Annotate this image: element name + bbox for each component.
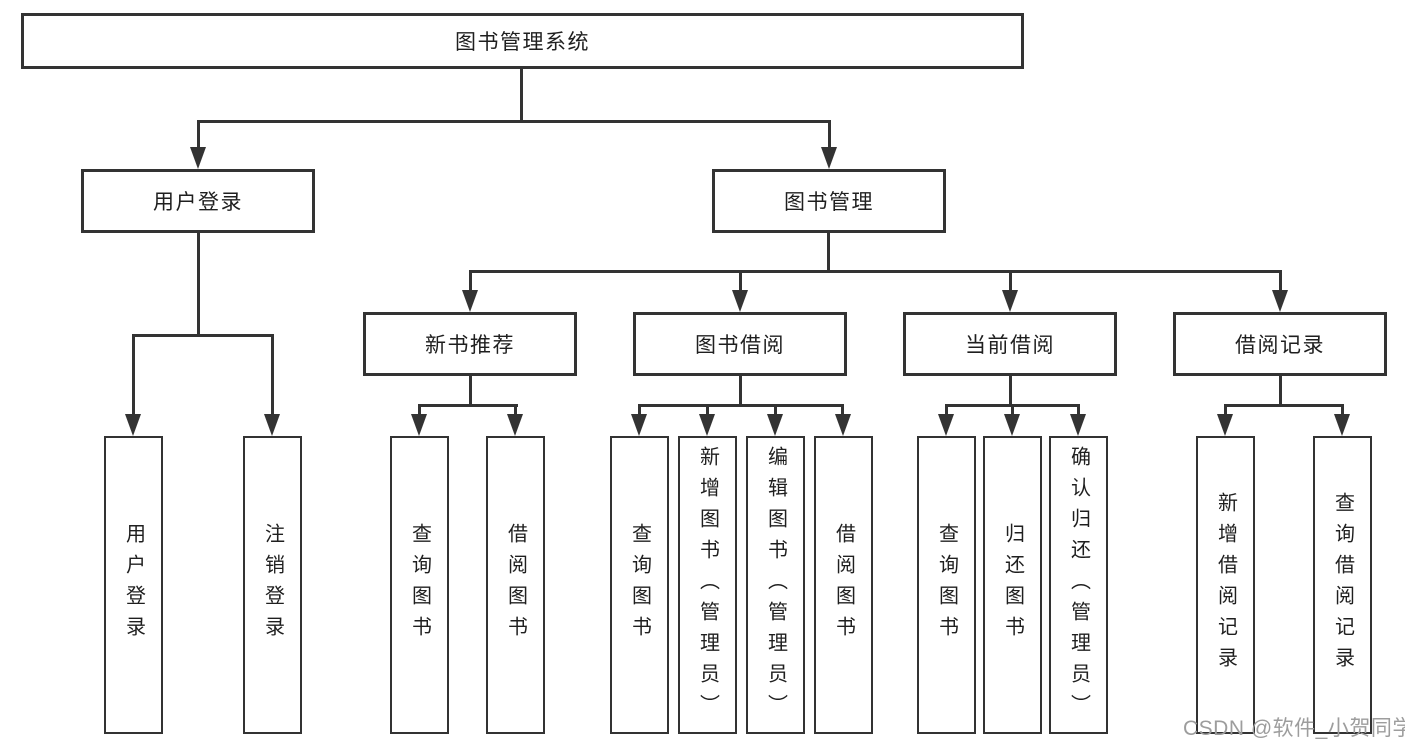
connector-line bbox=[132, 334, 274, 337]
node-leaf-borrow-books-2: 借阅图书 bbox=[814, 436, 873, 734]
connector-line bbox=[271, 334, 274, 415]
node-leaf-user-login-label: 用户登录 bbox=[122, 523, 145, 647]
node-leaf-borrow-books-1-label: 借阅图书 bbox=[504, 523, 527, 647]
arrow-down-icon bbox=[125, 414, 141, 436]
node-leaf-query-books-3-label: 查询图书 bbox=[935, 523, 958, 647]
arrow-down-icon bbox=[631, 414, 647, 436]
node-leaf-add-books-admin: 新增图书（管理员） bbox=[678, 436, 737, 734]
arrow-down-icon bbox=[411, 414, 427, 436]
node-leaf-return-books-label: 归还图书 bbox=[1001, 523, 1024, 647]
connector-line bbox=[1077, 404, 1080, 416]
connector-line bbox=[132, 334, 135, 415]
connector-line bbox=[1341, 404, 1344, 416]
connector-line bbox=[197, 120, 200, 148]
connector-line bbox=[739, 376, 742, 407]
connector-line bbox=[1011, 404, 1014, 416]
connector-line bbox=[638, 404, 641, 416]
connector-line bbox=[1009, 270, 1012, 291]
connector-line bbox=[828, 120, 831, 148]
arrow-down-icon bbox=[507, 414, 523, 436]
arrow-down-icon bbox=[732, 290, 748, 312]
node-leaf-query-books-3: 查询图书 bbox=[917, 436, 976, 734]
node-root: 图书管理系统 bbox=[21, 13, 1024, 69]
connector-line bbox=[1224, 404, 1227, 416]
node-leaf-query-borrow-record: 查询借阅记录 bbox=[1313, 436, 1372, 734]
arrow-down-icon bbox=[1002, 290, 1018, 312]
connector-line bbox=[841, 404, 844, 416]
node-new-book-recommend-label: 新书推荐 bbox=[425, 334, 515, 357]
node-root-label: 图书管理系统 bbox=[455, 31, 590, 54]
node-book-management: 图书管理 bbox=[712, 169, 946, 233]
connector-line bbox=[945, 404, 948, 416]
arrow-down-icon bbox=[938, 414, 954, 436]
arrow-down-icon bbox=[699, 414, 715, 436]
node-book-management-label: 图书管理 bbox=[784, 191, 874, 214]
connector-line bbox=[1009, 376, 1012, 407]
node-leaf-query-books-2: 查询图书 bbox=[610, 436, 669, 734]
connector-line bbox=[739, 270, 742, 291]
connector-line bbox=[418, 404, 421, 416]
node-leaf-query-books-1: 查询图书 bbox=[390, 436, 449, 734]
node-user-login: 用户登录 bbox=[81, 169, 315, 233]
arrow-down-icon bbox=[1004, 414, 1020, 436]
arrow-down-icon bbox=[462, 290, 478, 312]
csdn-watermark: CSDN @软件_小贺同学 bbox=[1183, 717, 1405, 740]
connector-line bbox=[197, 120, 831, 123]
connector-line bbox=[418, 404, 518, 407]
node-leaf-add-books-admin-label: 新增图书（管理员） bbox=[696, 445, 719, 725]
arrow-down-icon bbox=[1334, 414, 1350, 436]
arrow-down-icon bbox=[1272, 290, 1288, 312]
node-leaf-add-borrow-record-label: 新增借阅记录 bbox=[1214, 492, 1237, 678]
connector-line bbox=[1279, 376, 1282, 407]
node-borrow-records-label: 借阅记录 bbox=[1235, 334, 1325, 357]
node-leaf-confirm-return-admin: 确认归还（管理员） bbox=[1049, 436, 1108, 734]
connector-line bbox=[1279, 270, 1282, 291]
connector-line bbox=[469, 270, 472, 291]
node-current-borrow-label: 当前借阅 bbox=[965, 334, 1055, 357]
node-borrow-records: 借阅记录 bbox=[1173, 312, 1387, 376]
connector-line bbox=[520, 69, 523, 122]
node-current-borrow: 当前借阅 bbox=[903, 312, 1117, 376]
node-leaf-user-login: 用户登录 bbox=[104, 436, 163, 734]
node-book-borrow-label: 图书借阅 bbox=[695, 334, 785, 357]
connector-line bbox=[1224, 404, 1344, 407]
node-leaf-add-borrow-record: 新增借阅记录 bbox=[1196, 436, 1255, 734]
node-leaf-edit-books-admin-label: 编辑图书（管理员） bbox=[764, 445, 787, 725]
node-user-login-label: 用户登录 bbox=[153, 191, 243, 214]
connector-line bbox=[638, 404, 844, 407]
node-leaf-edit-books-admin: 编辑图书（管理员） bbox=[746, 436, 805, 734]
node-leaf-logout: 注销登录 bbox=[243, 436, 302, 734]
connector-line bbox=[827, 233, 830, 272]
connector-line bbox=[514, 404, 517, 416]
node-leaf-query-books-2-label: 查询图书 bbox=[628, 523, 651, 647]
node-leaf-borrow-books-1: 借阅图书 bbox=[486, 436, 545, 734]
arrow-down-icon bbox=[821, 147, 837, 169]
connector-line bbox=[197, 233, 200, 336]
connector-line bbox=[469, 376, 472, 407]
node-leaf-query-borrow-record-label: 查询借阅记录 bbox=[1331, 492, 1354, 678]
arrow-down-icon bbox=[767, 414, 783, 436]
node-leaf-confirm-return-admin-label: 确认归还（管理员） bbox=[1067, 445, 1090, 725]
node-new-book-recommend: 新书推荐 bbox=[363, 312, 577, 376]
node-leaf-borrow-books-2-label: 借阅图书 bbox=[832, 523, 855, 647]
arrow-down-icon bbox=[190, 147, 206, 169]
connector-line bbox=[706, 404, 709, 416]
arrow-down-icon bbox=[835, 414, 851, 436]
connector-line bbox=[469, 270, 1282, 273]
node-book-borrow: 图书借阅 bbox=[633, 312, 847, 376]
connector-line bbox=[774, 404, 777, 416]
arrow-down-icon bbox=[1217, 414, 1233, 436]
node-leaf-logout-label: 注销登录 bbox=[261, 523, 284, 647]
arrow-down-icon bbox=[1070, 414, 1086, 436]
arrow-down-icon bbox=[264, 414, 280, 436]
node-leaf-return-books: 归还图书 bbox=[983, 436, 1042, 734]
node-leaf-query-books-1-label: 查询图书 bbox=[408, 523, 431, 647]
